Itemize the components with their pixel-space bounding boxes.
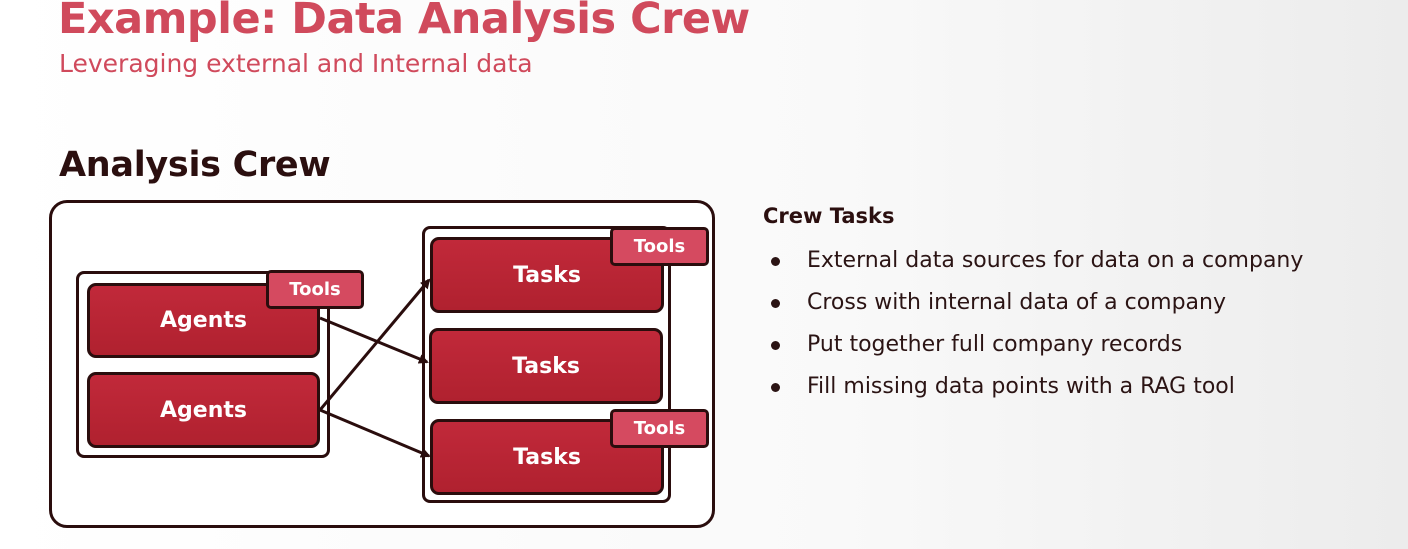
task-node-2: Tasks: [429, 328, 663, 404]
task-node-1-label: Tasks: [513, 262, 581, 288]
agent-1-tools-badge: Tools: [266, 270, 364, 309]
task-3-tools-badge: Tools: [610, 409, 709, 448]
crew-task-text: Put together full company records: [807, 332, 1183, 357]
agent-node-2: Agents: [87, 372, 320, 448]
agent-1-tools-label: Tools: [289, 279, 341, 300]
section-title: Analysis Crew: [59, 145, 331, 185]
bullet-icon: [771, 299, 780, 308]
crew-task-item: External data sources for data on a comp…: [770, 245, 1303, 287]
crew-task-text: Cross with internal data of a company: [807, 290, 1226, 315]
crew-tasks-list: External data sources for data on a comp…: [770, 245, 1303, 413]
slide-title: Example: Data Analysis Crew: [58, 0, 750, 44]
crew-task-text: External data sources for data on a comp…: [807, 248, 1304, 273]
task-node-2-label: Tasks: [512, 353, 580, 379]
bullet-icon: [771, 383, 780, 392]
crew-task-item: Cross with internal data of a company: [770, 287, 1303, 329]
task-1-tools-label: Tools: [633, 236, 686, 257]
bullet-icon: [771, 341, 780, 350]
crew-task-item: Put together full company records: [770, 329, 1303, 371]
task-1-tools-badge: Tools: [610, 227, 709, 266]
task-3-tools-label: Tools: [633, 418, 686, 439]
agent-node-1: Agents: [87, 283, 320, 358]
slide-subtitle: Leveraging external and Internal data: [59, 49, 533, 78]
task-node-3-label: Tasks: [513, 444, 581, 470]
bullet-icon: [771, 257, 780, 266]
agent-node-1-label: Agents: [160, 308, 247, 333]
crew-tasks-heading: Crew Tasks: [763, 204, 895, 228]
agent-node-2-label: Agents: [160, 397, 247, 423]
crew-task-item: Fill missing data points with a RAG tool: [770, 371, 1303, 413]
crew-task-text: Fill missing data points with a RAG tool: [807, 374, 1235, 399]
task-node-1: Tasks: [430, 237, 664, 313]
